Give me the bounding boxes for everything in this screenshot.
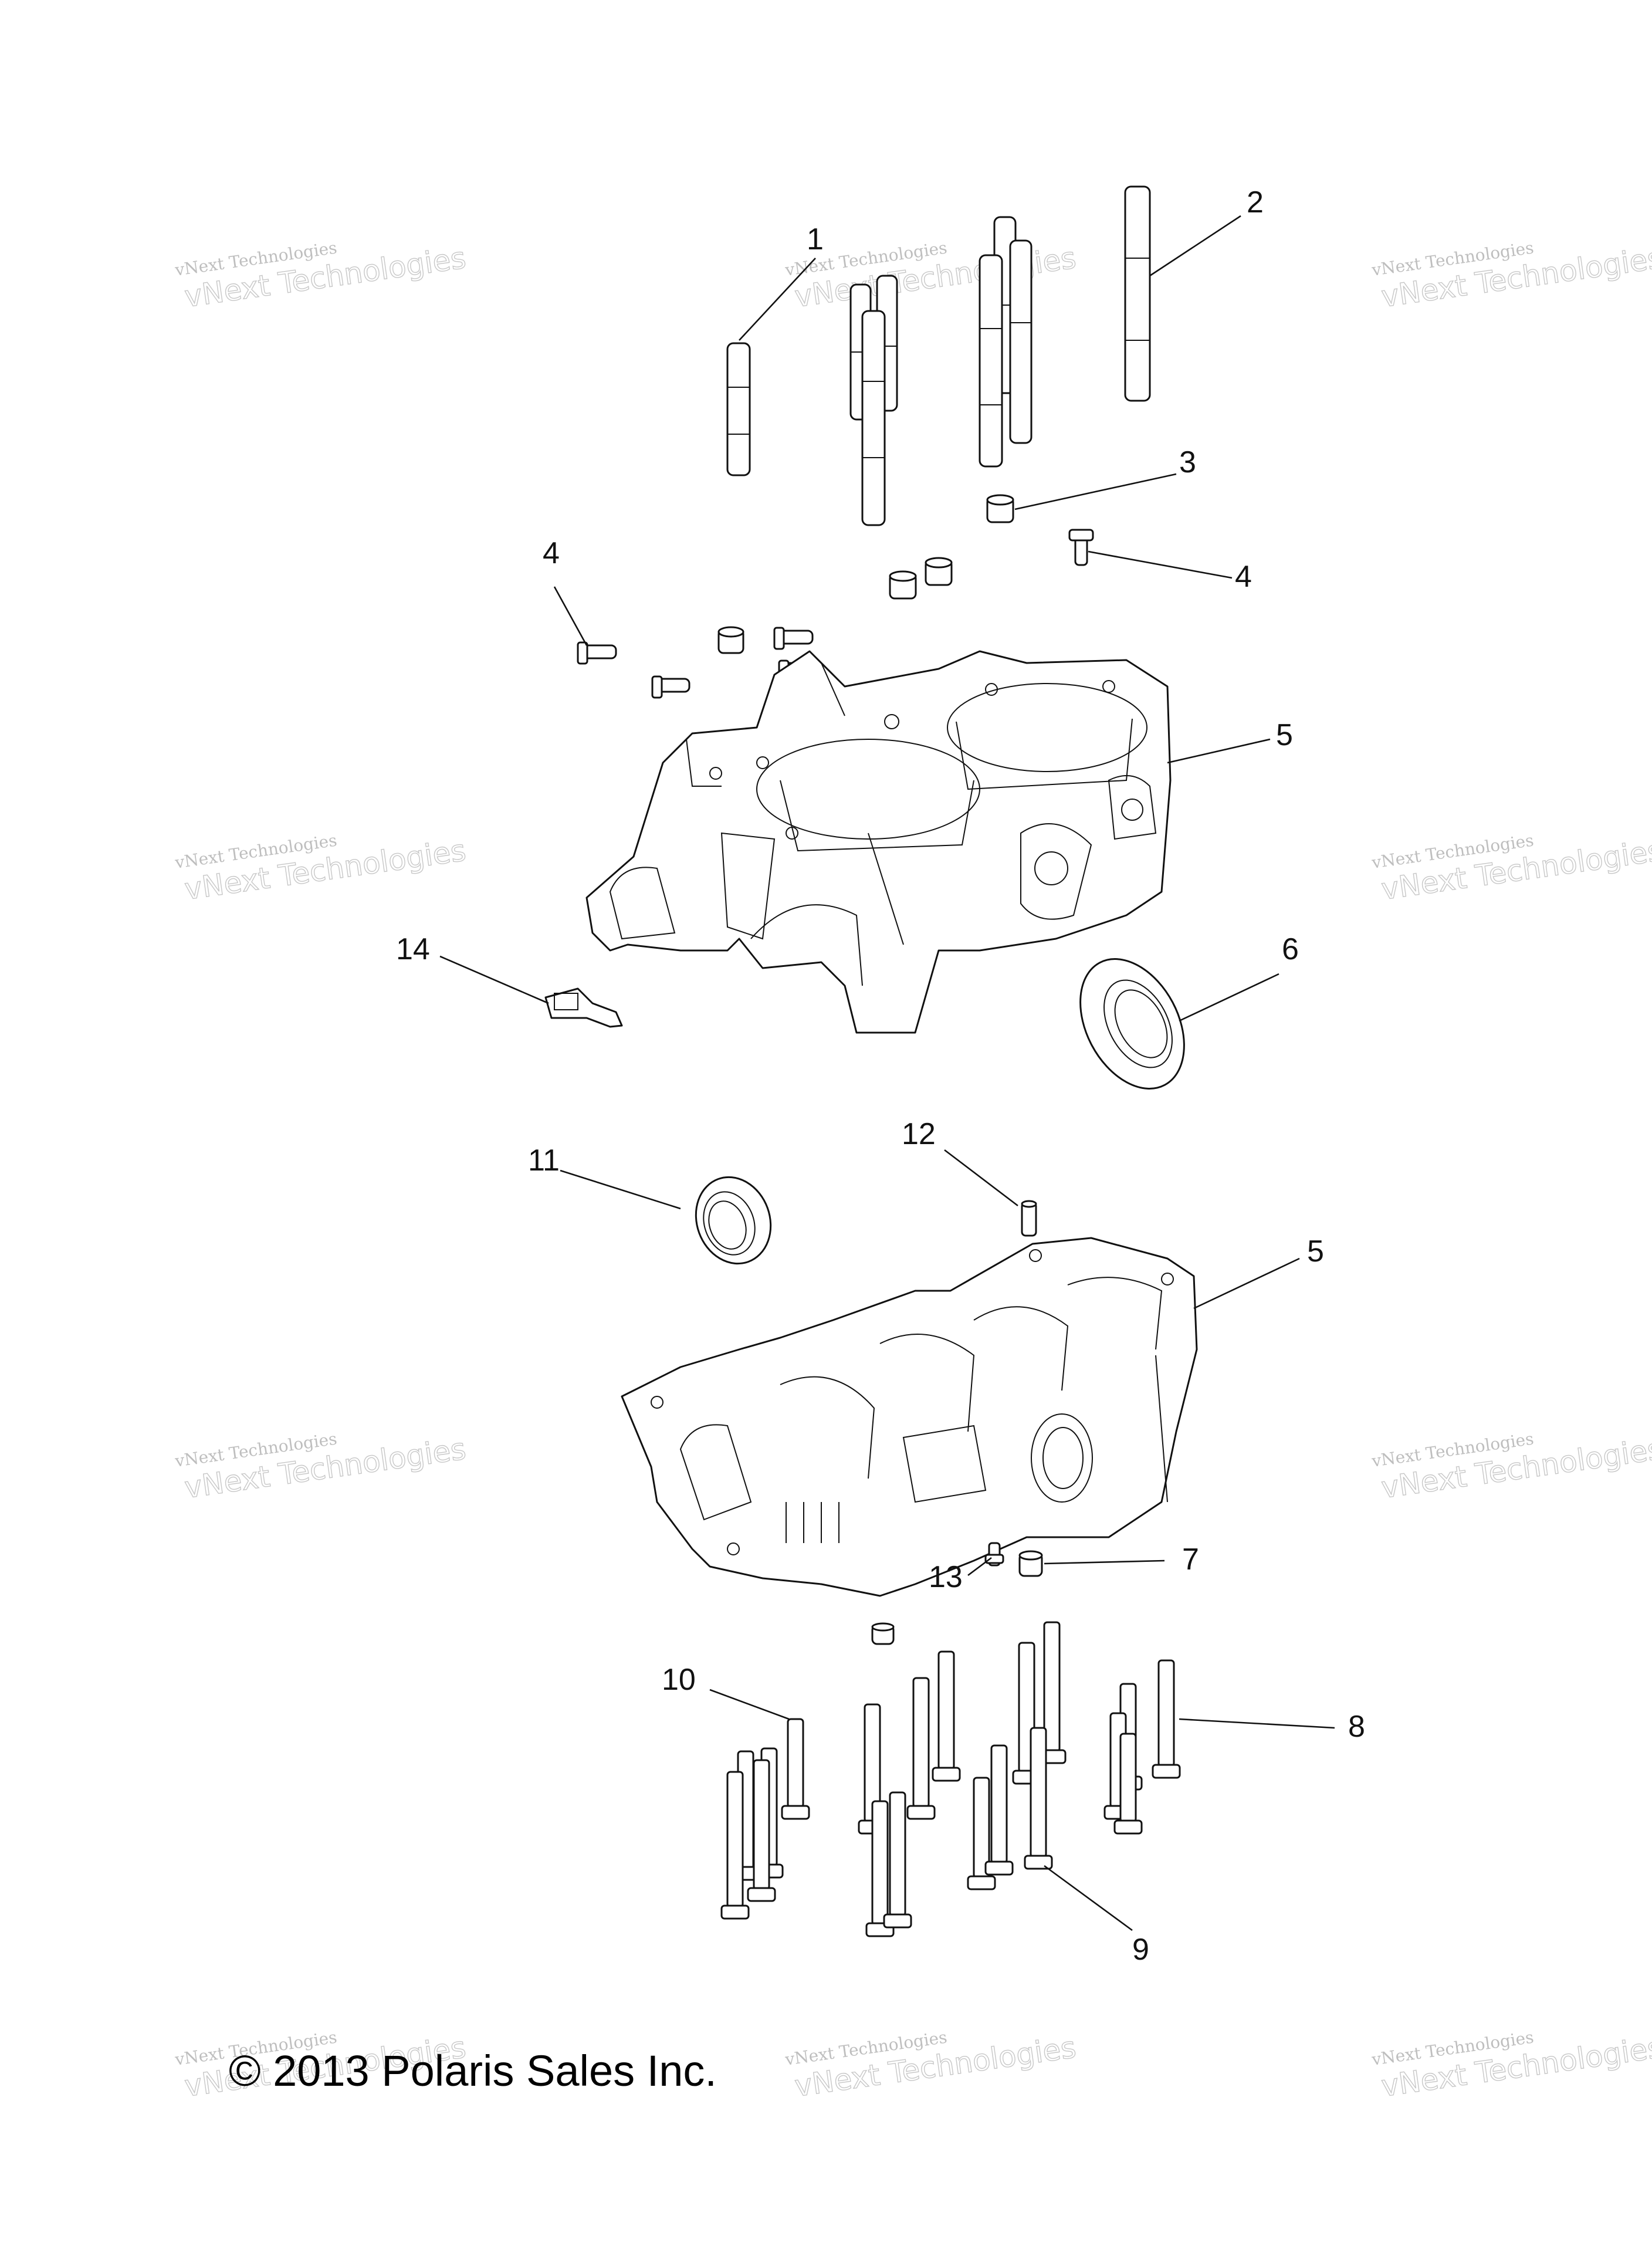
bolt — [984, 1744, 1014, 1876]
bolt — [1113, 1733, 1143, 1835]
callout-4-left: 4 — [543, 536, 560, 570]
bolt — [967, 1777, 996, 1890]
callout-2: 2 — [1247, 185, 1264, 219]
sensor-14 — [544, 987, 623, 1028]
dowel-pin — [986, 494, 1014, 523]
dowel-pin — [925, 557, 953, 586]
callouts: 1 2 3 4 4 5 6 14 11 12 5 7 13 10 8 9 — [396, 185, 1365, 1967]
callout-13: 13 — [929, 1560, 963, 1594]
callout-7: 7 — [1182, 1542, 1199, 1577]
bolts-group — [720, 1621, 1181, 1937]
callout-6: 6 — [1282, 932, 1299, 966]
bolt — [781, 1718, 810, 1820]
oil-seal-6 — [1079, 958, 1185, 1090]
bolt — [883, 1791, 912, 1929]
leader-lines — [439, 215, 1335, 1931]
bolt — [747, 1759, 776, 1902]
stud-2 — [1124, 185, 1151, 402]
bolt — [906, 1677, 936, 1820]
stud — [1009, 239, 1032, 444]
callout-10: 10 — [662, 1663, 696, 1697]
stud — [861, 310, 886, 526]
callout-1: 1 — [807, 222, 824, 256]
bolt-8 — [1152, 1659, 1181, 1779]
upper-crankcase — [585, 650, 1172, 1034]
callout-8: 8 — [1348, 1710, 1365, 1744]
callout-9: 9 — [1132, 1933, 1149, 1967]
callout-4-right: 4 — [1235, 560, 1252, 594]
fitting — [651, 675, 690, 699]
dowel-pin — [717, 626, 744, 654]
stud-1 — [726, 342, 751, 476]
callout-12: 12 — [902, 1117, 936, 1151]
bolt — [932, 1650, 961, 1782]
dowel-12 — [1021, 1200, 1037, 1237]
fitting — [773, 627, 814, 650]
callout-3: 3 — [1179, 445, 1196, 479]
lower-crankcase — [621, 1237, 1198, 1597]
callout-5-upper: 5 — [1276, 718, 1293, 752]
bolt-9 — [1024, 1727, 1053, 1870]
fitting — [1068, 529, 1094, 566]
dowel-pin — [889, 570, 917, 600]
dowel — [871, 1622, 895, 1645]
studs-group — [726, 185, 1151, 526]
fitting — [577, 641, 617, 665]
oil-seal-11 — [695, 1176, 772, 1265]
bolt — [720, 1771, 750, 1920]
stud — [979, 254, 1003, 468]
copyright-text: © 2013 Polaris Sales Inc. — [229, 2046, 717, 2095]
fitting-13 — [984, 1542, 1004, 1567]
callout-5-lower: 5 — [1307, 1234, 1324, 1268]
callout-11: 11 — [528, 1144, 560, 1178]
callout-14: 14 — [396, 932, 430, 966]
dowel-7 — [1018, 1550, 1043, 1577]
